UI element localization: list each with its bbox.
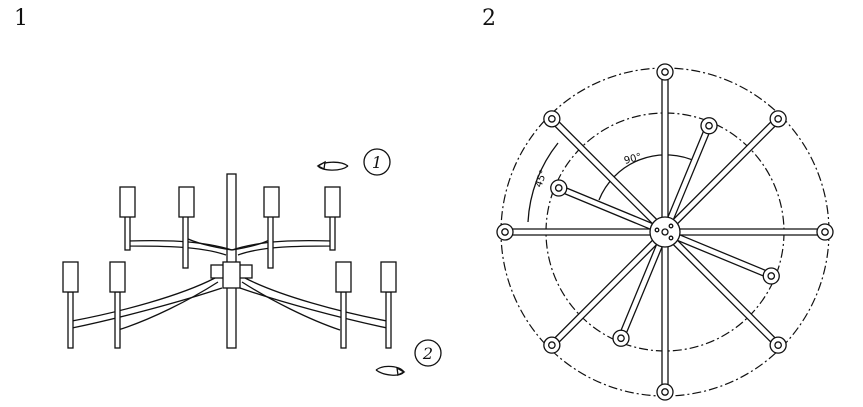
spoke-outer	[661, 71, 669, 221]
figure-label-1: 1	[14, 6, 28, 31]
candle-cup-hole	[554, 184, 563, 192]
center-hole	[661, 228, 669, 236]
angle-label-45: 45°	[533, 169, 549, 189]
central-rod	[226, 173, 237, 349]
candle-cup-hole	[774, 115, 782, 123]
candle-cup-hole	[548, 341, 556, 349]
chandelier-top-view: 90° 45°	[496, 63, 834, 401]
spoke-outer	[504, 228, 654, 236]
chandelier-side-view	[62, 173, 397, 349]
rotation-step-1: 1	[316, 148, 391, 176]
angle-arc-90	[598, 154, 698, 201]
angle-arc-45	[527, 142, 559, 223]
hub-hole	[654, 227, 660, 233]
step-number: 1	[372, 153, 382, 172]
candle-cup-hole	[501, 228, 509, 236]
spoke-outer	[676, 228, 826, 236]
spokes	[504, 71, 826, 393]
candle-cup-hole	[661, 388, 669, 396]
candle-cup-hole	[767, 272, 776, 280]
upper-candles	[119, 186, 341, 218]
candle-cup-hole	[774, 341, 782, 349]
candle-cup-hole	[661, 68, 669, 76]
figure-label-2: 2	[482, 6, 496, 31]
rotation-step-2: 2	[375, 339, 442, 376]
arm-ends	[496, 63, 834, 401]
step-badge	[363, 148, 391, 176]
step-number: 2	[422, 344, 433, 363]
lower-candles	[62, 261, 397, 293]
hub-hole	[668, 223, 674, 229]
angle-label-90: 90°	[623, 152, 643, 167]
candle-cup-hole	[821, 228, 829, 236]
candle-cup-hole	[617, 334, 625, 343]
candle-cup-hole	[548, 115, 556, 123]
candle-cup-hole	[705, 121, 713, 130]
step-badge	[414, 339, 442, 367]
spoke-outer	[661, 243, 669, 393]
hub-hole	[668, 235, 674, 241]
hub	[210, 261, 253, 289]
